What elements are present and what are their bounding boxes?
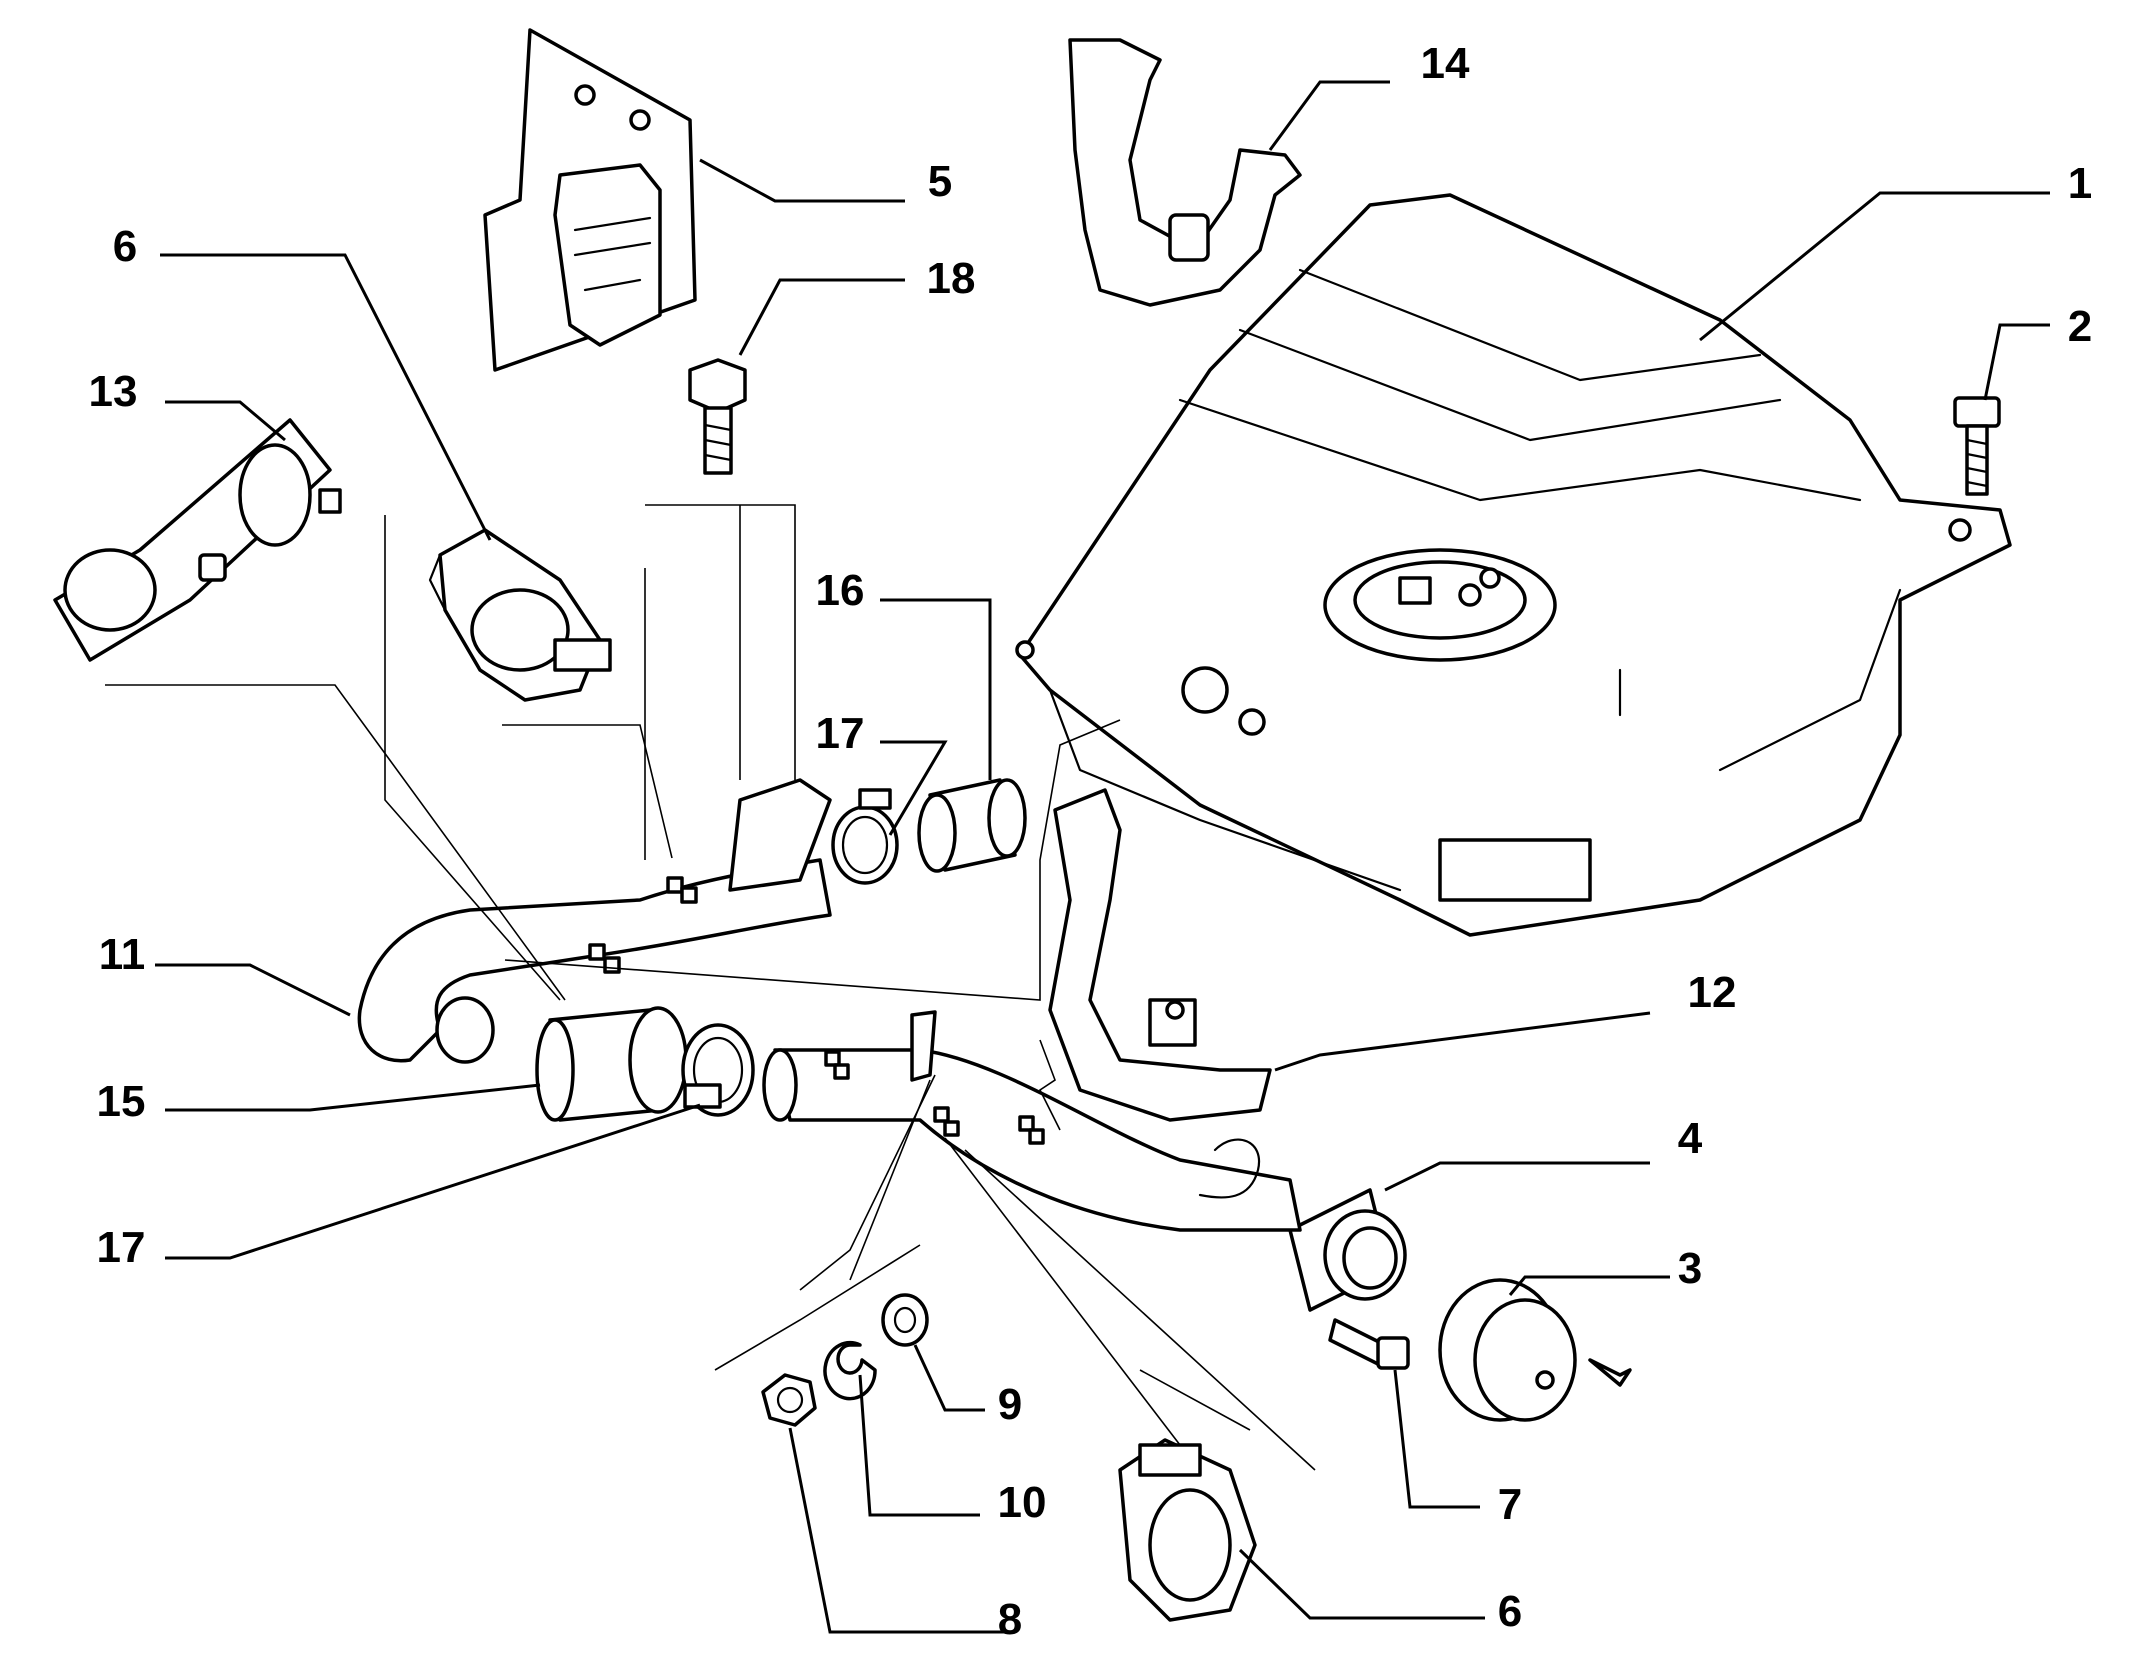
callout-16: 16 (816, 566, 865, 615)
part-bracket-12 (1048, 788, 1272, 1122)
callout-11: 11 (99, 930, 146, 979)
callout-8: 8 (998, 1595, 1022, 1644)
callout-10: 10 (998, 1478, 1047, 1527)
part-bolt-18 (688, 358, 747, 475)
callout-17-upper: 17 (816, 709, 865, 758)
callout-17-lower: 17 (97, 1223, 146, 1272)
part-clamp-6-upper (428, 528, 612, 702)
part-spring-clip (823, 1340, 877, 1401)
part-nut (761, 1373, 817, 1427)
part-hose-clip-lower (681, 1023, 755, 1117)
part-filler-pipe (762, 1010, 1302, 1232)
callout-12: 12 (1688, 968, 1737, 1017)
callout-5: 5 (928, 157, 952, 206)
part-filler-hose (357, 778, 832, 1064)
part-sleeve-upper (917, 778, 1027, 873)
part-bracket-14 (1068, 38, 1302, 307)
callout-2: 2 (2068, 302, 2092, 351)
callout-4: 4 (1678, 1114, 1703, 1163)
part-bolt-7 (1328, 1318, 1410, 1370)
callout-15: 15 (97, 1077, 146, 1126)
callout-14: 14 (1421, 39, 1470, 88)
part-washer (881, 1293, 929, 1347)
part-clamp-6-lower (1118, 1438, 1257, 1622)
callout-9: 9 (998, 1380, 1022, 1429)
callout-numbers: 1 2 3 4 5 6 6 7 8 9 10 11 12 13 14 15 16… (89, 39, 2093, 1644)
part-filler-cap (1438, 1278, 1632, 1422)
callout-18: 18 (927, 254, 976, 303)
part-hose-clip-upper (831, 788, 899, 885)
callout-6-lower: 6 (1498, 1587, 1522, 1636)
callout-13: 13 (89, 367, 138, 416)
callout-7: 7 (1498, 1480, 1522, 1529)
callout-leader-lines (155, 80, 2050, 1634)
callout-3: 3 (1678, 1244, 1702, 1293)
callout-6-upper: 6 (113, 222, 137, 271)
part-double-clamp (53, 418, 342, 662)
part-mounting-bracket (483, 28, 697, 372)
part-filler-neck-flange (1288, 1188, 1407, 1312)
part-bolt-2 (1953, 396, 2001, 496)
part-sleeve (535, 1006, 688, 1122)
callout-1: 1 (2068, 159, 2092, 208)
part-fuel-tank (1015, 193, 2012, 937)
assembly-guide-lines (105, 504, 1316, 1471)
